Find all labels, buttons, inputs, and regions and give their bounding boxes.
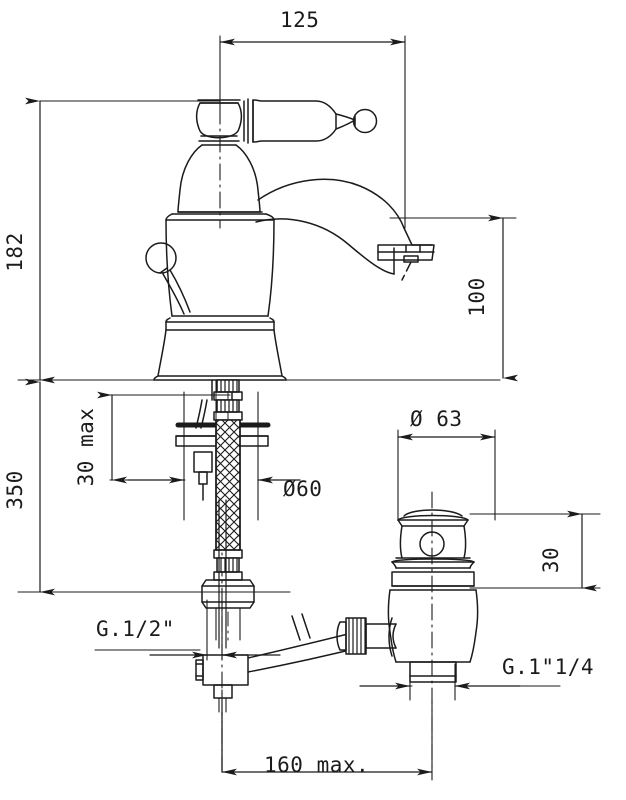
- popup-waste: [336, 509, 479, 683]
- lever-handle: [243, 98, 378, 144]
- faucet-assembly: [145, 98, 435, 773]
- dim-label-182: 182: [3, 232, 27, 271]
- spout: [255, 178, 435, 281]
- base-flange: [153, 315, 287, 381]
- dim-label-30max: 30 max: [74, 408, 98, 487]
- dim-label-g12: G.1/2": [96, 617, 175, 641]
- dim-label-160max: 160 max.: [264, 753, 369, 777]
- dim-label-g114: G.1"1/4: [502, 655, 594, 679]
- centre-lines: [219, 107, 433, 781]
- dim-label-d60: Ø60: [283, 477, 322, 501]
- cartridge-dome: [165, 99, 275, 221]
- dimension-lines: [25, 38, 597, 776]
- dim-label-350: 350: [3, 470, 27, 509]
- dim-label-30: 30: [539, 547, 563, 573]
- dim-label-100: 100: [465, 277, 489, 316]
- dim-label-125: 125: [280, 8, 319, 32]
- tap-column: [165, 219, 275, 317]
- lift-rod-knob: [145, 242, 191, 315]
- dim-label-d63: Ø 63: [410, 407, 463, 431]
- braided-hose: [201, 379, 255, 641]
